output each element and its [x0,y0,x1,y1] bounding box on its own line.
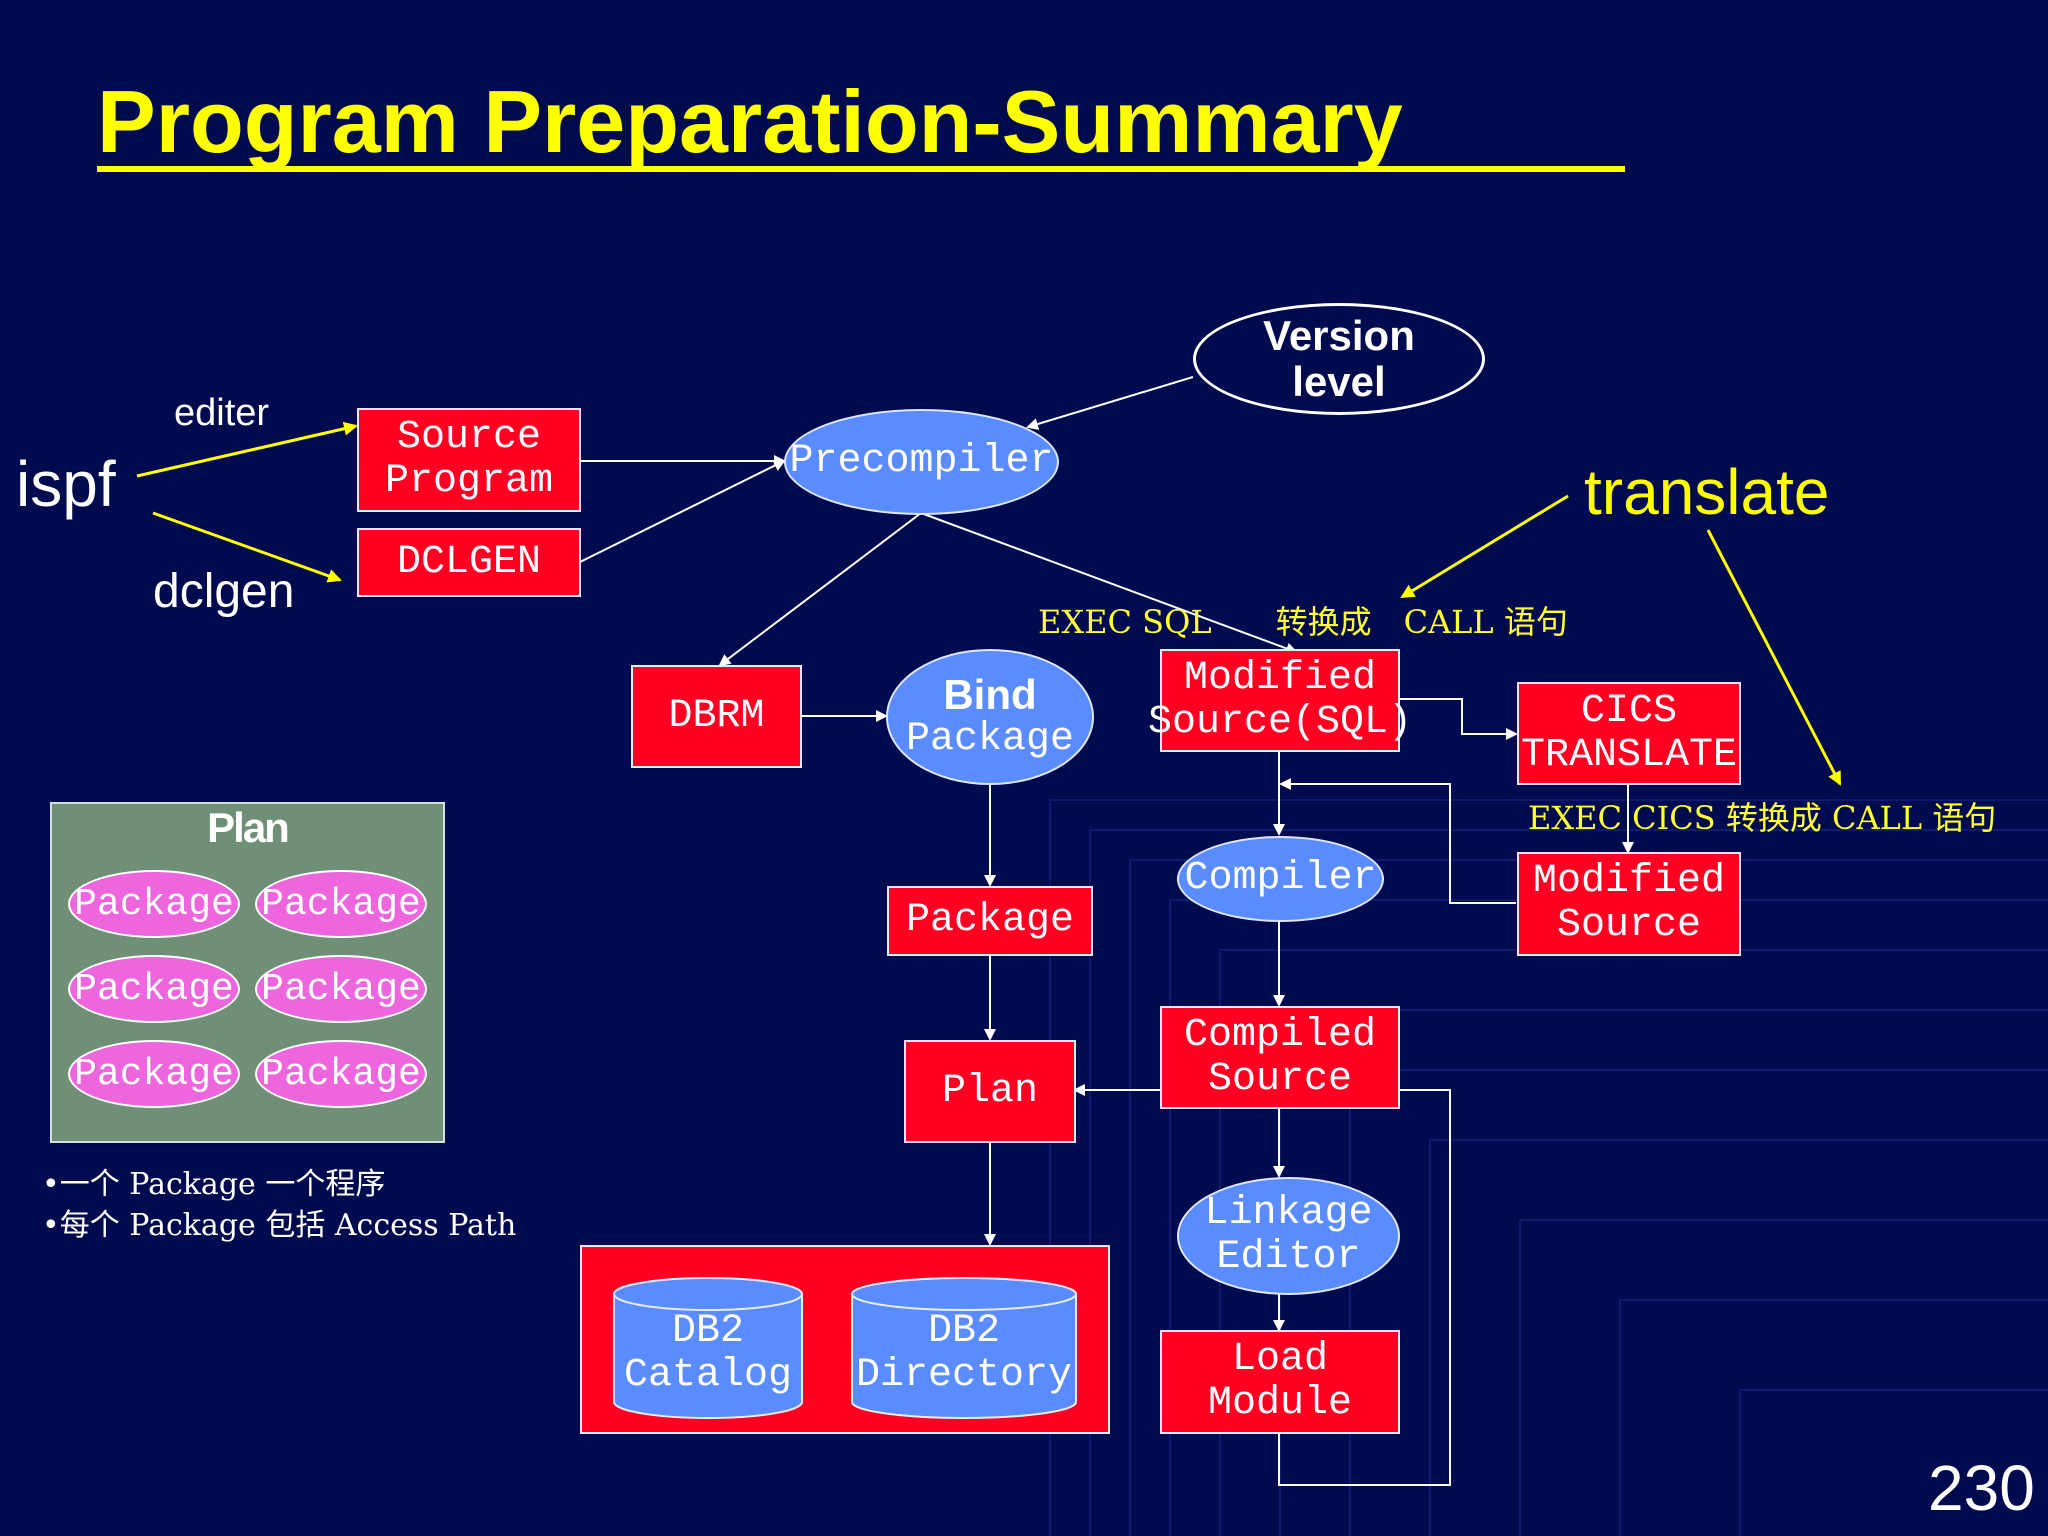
page-number: 230 [1928,1452,2035,1524]
arrow-precompiler-to-dbrm [718,512,922,667]
linkage-editor-node[interactable]: Linkage Editor [1177,1177,1400,1295]
editer-label: editer [174,392,270,434]
precompiler-label: Precompiler [789,439,1054,484]
linkage-editor-line2: Editor [1216,1235,1361,1280]
arrow-precompiler-to-modsql [920,512,1298,655]
precompiler-node[interactable]: Precompiler [784,409,1059,515]
exec-sql-annotation: EXEC SQL 转换成 CALL 语句 [1038,603,1568,641]
bind-package-label: Package [905,717,1075,763]
plan-package-5[interactable]: Package [68,1040,240,1108]
ispf-label: ispf [16,448,116,520]
page-title: Program Preparation-Summary [97,72,1403,171]
source-program-box[interactable]: Source Program [357,408,581,512]
db2-directory-node[interactable]: DB2 Directory [852,1310,1076,1398]
compiler-label: Compiler [1184,856,1377,901]
arrow-version-to-precompiler [1026,376,1194,430]
package-box[interactable]: Package [887,886,1093,956]
modified-source-sql-box[interactable]: Modified Source(SQL) [1148,649,1412,752]
plan-package-3[interactable]: Package [68,955,240,1023]
db2-catalog-node[interactable]: DB2 Catalog [614,1310,802,1398]
source-program-line2: Program [384,459,554,504]
compiled-source-box[interactable]: Compiled Source [1160,1006,1400,1109]
load-module-box[interactable]: Load Module [1160,1330,1400,1434]
plan-package-6[interactable]: Package [255,1040,427,1108]
plan-package-4[interactable]: Package [255,955,427,1023]
exec-cics-annotation: EXEC CICS 转换成 CALL 语句 [1528,799,1997,837]
compiled-source-line1: Compiled [1183,1012,1377,1058]
bind-label: Bind [943,670,1037,718]
plan-panel-title: Plan [207,804,290,851]
load-module-line1: Load [1231,1337,1328,1382]
dbrm-box[interactable]: DBRM [631,665,802,768]
cics-translate-box[interactable]: CICS TRANSLATE [1517,682,1741,785]
db2-catalog-line1: DB2 [671,1309,744,1354]
load-module-line2: Module [1207,1381,1353,1426]
version-level-node[interactable]: Version level [1193,303,1485,415]
package-label: Package [905,898,1075,943]
bind-package-node[interactable]: Bind Package [886,649,1094,785]
arrow-modsource-to-compiler [1279,778,1516,904]
db2-directory-line1: DB2 [927,1309,1000,1354]
arrow-translate-to-sql [1400,494,1569,599]
arrow-modsql-to-cics [1398,698,1518,740]
arrow-ispf-to-dclgen [152,511,342,583]
arrow-dclgen-to-precompiler [579,460,786,563]
compiler-node[interactable]: Compiler [1177,836,1384,922]
cics-translate-line1: CICS [1580,688,1677,734]
modified-source-line1: Modified [1532,859,1726,904]
note-item: •一个 Package 一个程序 [42,1167,386,1202]
version-level-line1: Version [1263,311,1415,359]
dclgen-box[interactable]: DCLGEN [357,528,581,597]
dclgen-label: dclgen [153,565,295,618]
plan-package-2[interactable]: Package [255,870,427,938]
linkage-editor-line1: Linkage [1204,1191,1373,1236]
modified-source-sql-line2: Source(SQL) [1147,699,1413,745]
notes-list: •一个 Package 一个程序 •每个 Package 包括 Access P… [42,1164,516,1246]
db2-directory-line2: Directory [855,1353,1073,1398]
title-underline [97,166,1625,172]
dbrm-label: DBRM [668,693,765,739]
version-level-line2: level [1292,358,1386,405]
source-program-line1: Source [396,415,542,460]
modified-source-box[interactable]: Modified Source [1517,852,1741,956]
plan-box[interactable]: Plan [904,1040,1076,1143]
plan-label: Plan [941,1068,1038,1114]
db2-catalog-line2: Catalog [623,1353,793,1398]
arrow-ispf-to-source [136,421,358,478]
modified-source-sql-line1: Modified [1183,655,1377,701]
compiled-source-line2: Source [1207,1056,1353,1102]
arrow-translate-to-cics [1706,529,1842,786]
cics-translate-line2: TRANSLATE [1520,732,1738,778]
plan-package-1[interactable]: Package [68,870,240,938]
translate-label: translate [1584,456,1830,528]
modified-source-line2: Source [1556,903,1702,948]
note-item: •每个 Package 包括 Access Path [42,1208,517,1243]
dclgen-box-label: DCLGEN [396,539,542,585]
